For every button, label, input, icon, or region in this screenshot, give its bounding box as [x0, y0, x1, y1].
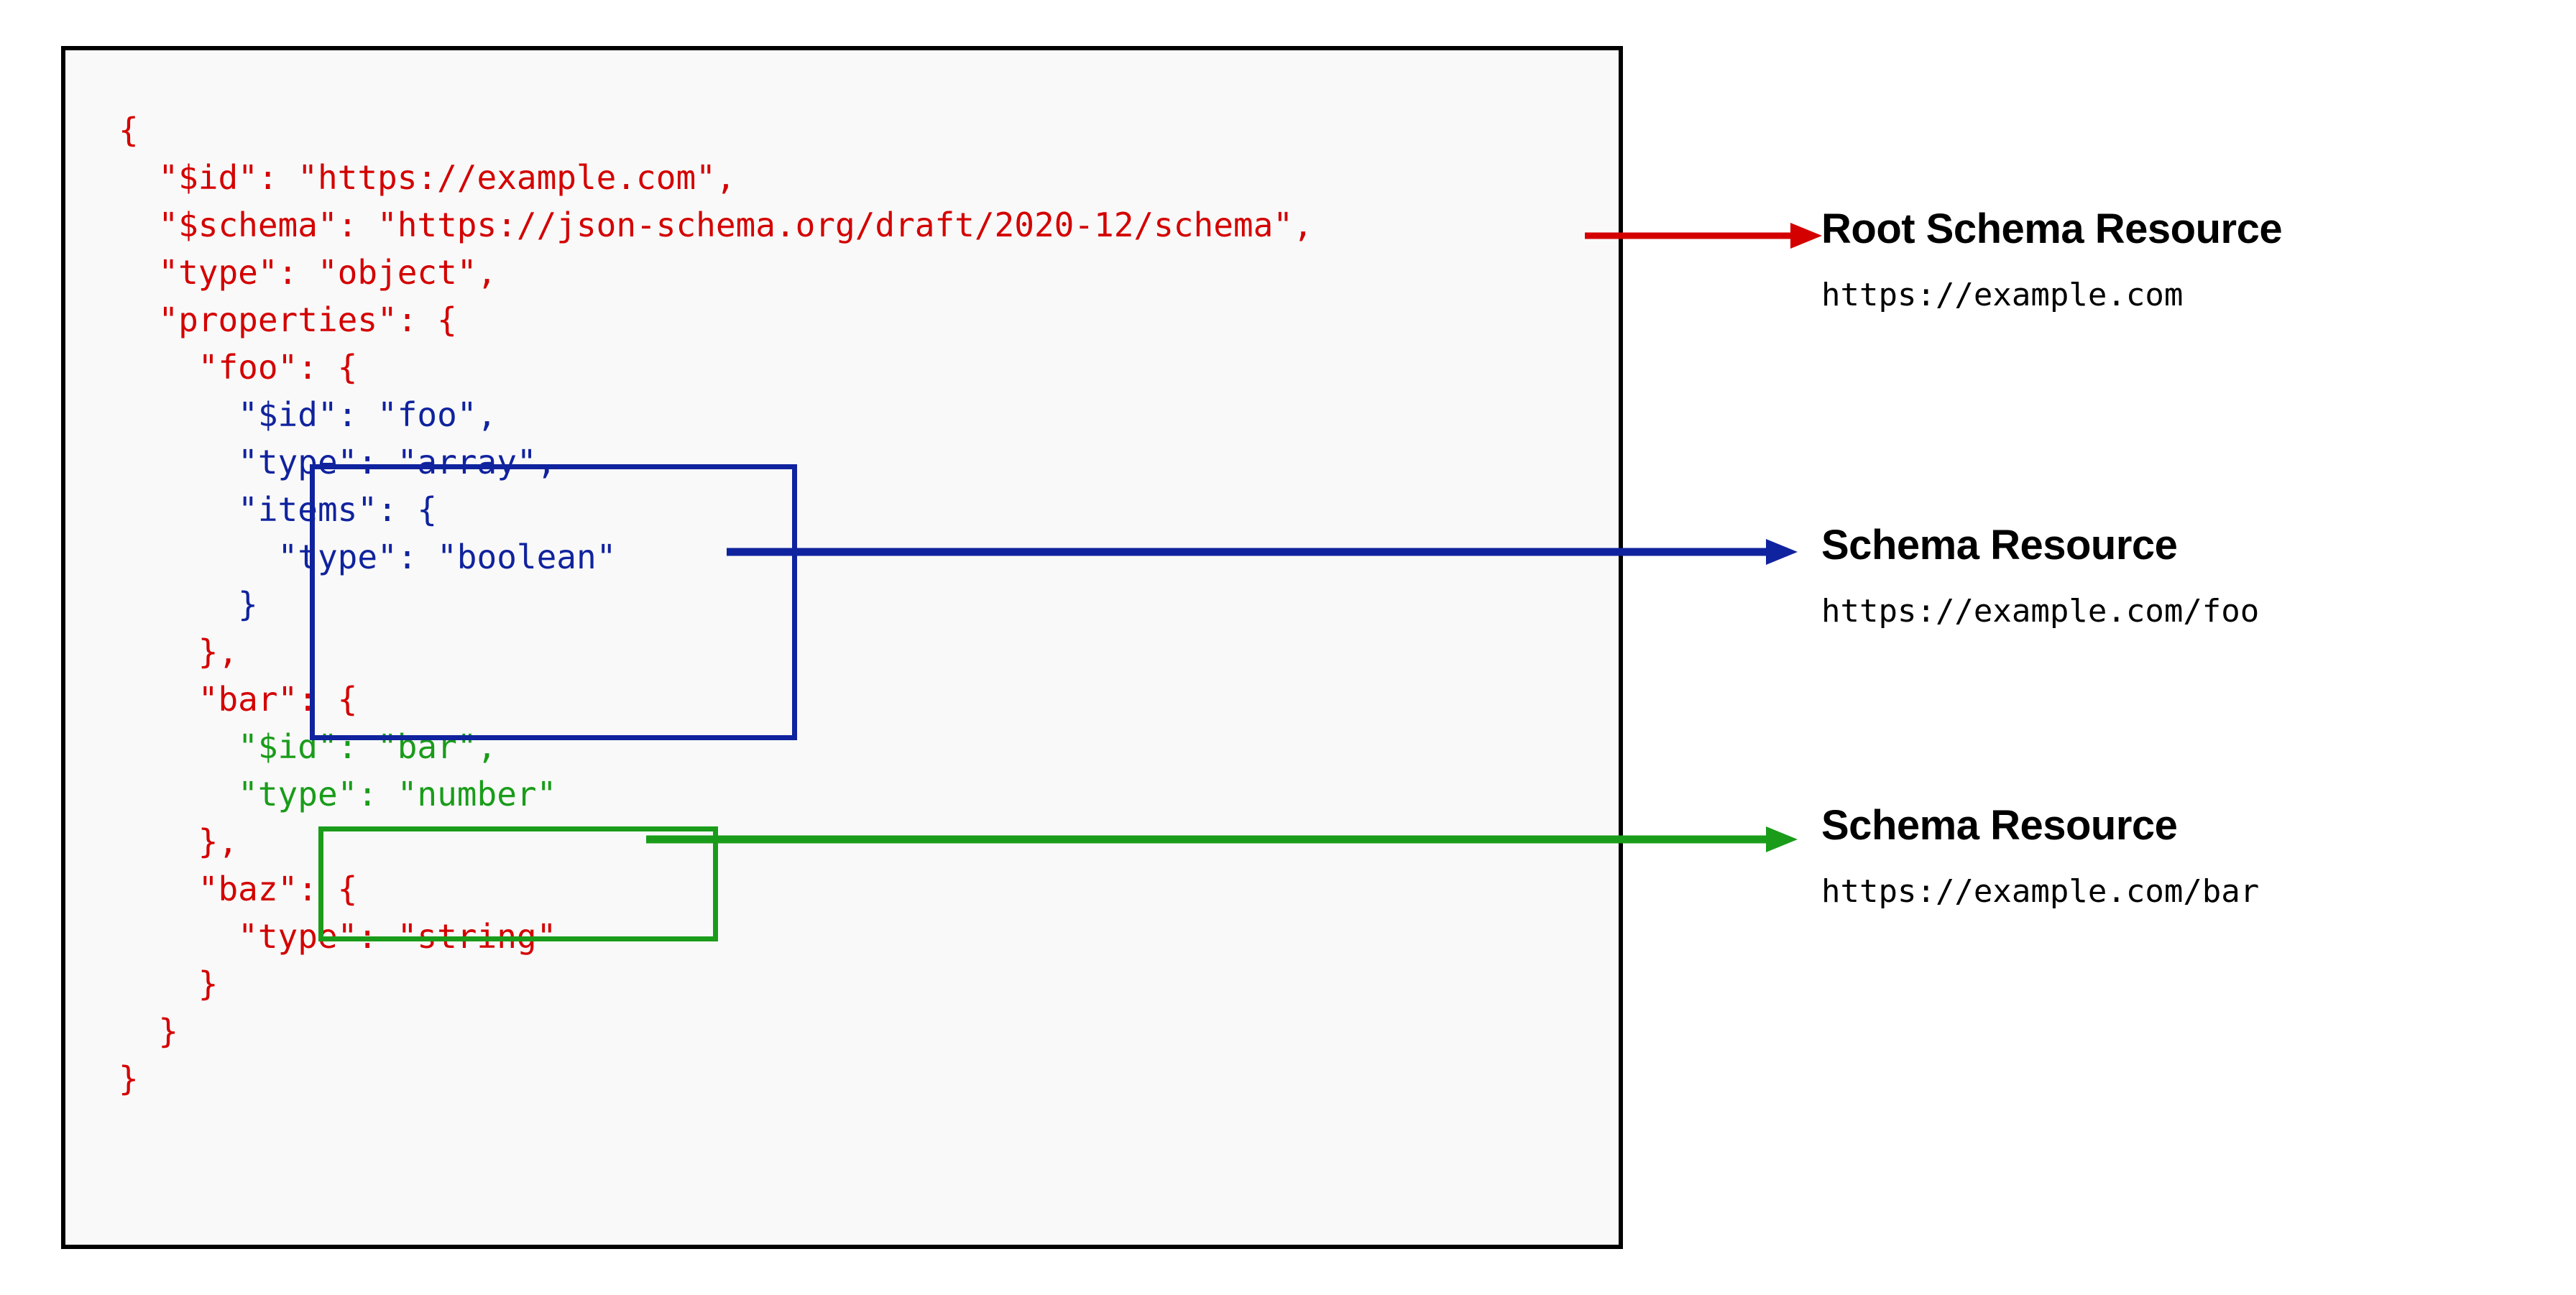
code-line: }, — [119, 632, 239, 671]
code-panel: { "$id": "https://example.com", "$schema… — [61, 46, 1623, 1249]
code-line: "type": "object", — [119, 253, 497, 292]
code-line: "items": { — [119, 490, 438, 529]
annotation-title: Root Schema Resource — [1821, 206, 2283, 252]
code-line: } — [119, 585, 258, 624]
annotation-url: https://example.com — [1821, 276, 2184, 313]
annotation-title: Schema Resource — [1821, 802, 2178, 849]
code-line: "$id": "foo", — [119, 395, 497, 434]
code-line: } — [119, 964, 218, 1003]
annotation-title: Schema Resource — [1821, 522, 2178, 568]
code-line: "$schema": "https://json-schema.org/draf… — [119, 206, 1313, 244]
code-line: "$id": "https://example.com", — [119, 158, 736, 197]
code-line: "bar": { — [119, 680, 358, 719]
annotation-foo-schema-resource: Schema Resource https://example.com/foo — [1821, 522, 2540, 630]
annotation-bar-schema-resource: Schema Resource https://example.com/bar — [1821, 802, 2540, 911]
code-line: { — [119, 111, 139, 149]
code-line: "properties": { — [119, 300, 457, 339]
json-schema-code: { "$id": "https://example.com", "$schema… — [119, 106, 1313, 1102]
code-line: "$id": "bar", — [119, 727, 497, 766]
code-line: }, — [119, 822, 239, 861]
highlight-box-bar-schema-resource — [318, 826, 718, 941]
code-line: "type": "boolean" — [119, 538, 617, 576]
arrow-root-schema-resource — [1585, 223, 1822, 249]
code-line: } — [119, 1059, 139, 1098]
code-line: "type": "number" — [119, 775, 557, 814]
code-line: } — [119, 1012, 179, 1051]
code-line: "baz": { — [119, 870, 358, 908]
annotation-url: https://example.com/foo — [1821, 592, 2260, 630]
annotation-url: https://example.com/bar — [1821, 872, 2260, 910]
code-line: "foo": { — [119, 348, 358, 387]
highlight-box-foo-schema-resource — [310, 464, 797, 740]
annotation-root-schema-resource: Root Schema Resource https://example.com — [1821, 206, 2540, 314]
code-line: "type": "array", — [119, 443, 557, 481]
arrow-foo-schema-resource — [727, 539, 1798, 565]
arrow-bar-schema-resource — [646, 826, 1798, 852]
